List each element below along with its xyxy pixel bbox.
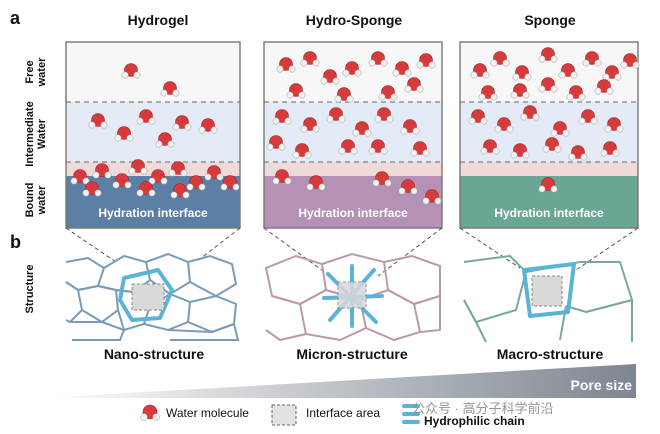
nano-structure-mesh xyxy=(65,252,240,341)
structure-title-macro: Macro-structure xyxy=(496,346,604,362)
legend-water-label: Water molecule xyxy=(166,406,249,420)
column-title-hydro-sponge: Hydro-Sponge xyxy=(305,12,403,28)
pore-size-wedge xyxy=(40,364,636,398)
hydro-sponge-interface-label: Hydration interface xyxy=(298,206,408,220)
pore-size-label: Pore size xyxy=(570,377,632,393)
legend-water-icon xyxy=(140,404,160,421)
structure-title-nano: Nano-structure xyxy=(103,346,205,362)
macro-structure-chain xyxy=(522,262,576,318)
panel-label-a: a xyxy=(10,8,21,28)
watermark: 公众号 · 高分子科学前沿 xyxy=(412,401,554,416)
legend-interface-label: Interface area xyxy=(306,406,381,420)
sponge-interface-label: Hydration interface xyxy=(494,206,604,220)
nano-interface-area xyxy=(131,283,165,311)
column-title-hydrogel: Hydrogel xyxy=(127,12,189,28)
panel-label-b: b xyxy=(10,232,21,252)
legend-chain-label: Hydrophilic chain xyxy=(424,414,525,428)
legend-chain-icon xyxy=(402,404,420,424)
micron-structure-mesh xyxy=(264,252,441,342)
macro-structure-mesh xyxy=(463,254,634,343)
legend-interface-icon xyxy=(271,404,297,426)
sponge-water-panel xyxy=(459,41,640,229)
structure-title-micron: Micron-structure xyxy=(296,346,408,362)
nano-structure-chain xyxy=(118,268,174,322)
macro-interface-area xyxy=(531,275,563,307)
column-title-sponge: Sponge xyxy=(524,12,576,28)
micron-interface-area xyxy=(337,281,367,309)
hydrogel-interface-label: Hydration interface xyxy=(98,206,208,220)
hydrogel-water-panel xyxy=(65,41,241,229)
hydro-sponge-water-panel xyxy=(263,41,443,229)
